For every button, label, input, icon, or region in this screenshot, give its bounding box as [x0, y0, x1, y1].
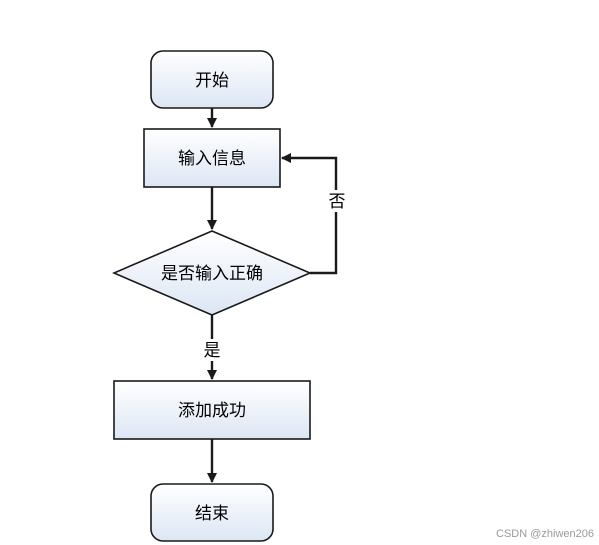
decision-node-label: 是否输入正确 [161, 264, 263, 284]
edge-no-label: 否 [329, 192, 346, 212]
edge-yes-label: 是 [204, 341, 221, 361]
decision-node: 是否输入正确 [111, 230, 313, 316]
end-node-label: 结束 [195, 504, 229, 524]
no-label-bg [326, 190, 348, 212]
input-node: 输入信息 [143, 128, 281, 188]
edge-decision-no-to-input [280, 152, 338, 275]
end-node: 结束 [150, 483, 274, 542]
add-success-node: 添加成功 [113, 380, 311, 440]
watermark: CSDN @zhiwen206 [496, 528, 594, 540]
add-success-node-label: 添加成功 [178, 401, 246, 421]
yes-label-bg [201, 339, 223, 361]
start-node: 开始 [150, 50, 274, 109]
input-node-label: 输入信息 [178, 149, 246, 169]
start-node-label: 开始 [195, 71, 229, 91]
